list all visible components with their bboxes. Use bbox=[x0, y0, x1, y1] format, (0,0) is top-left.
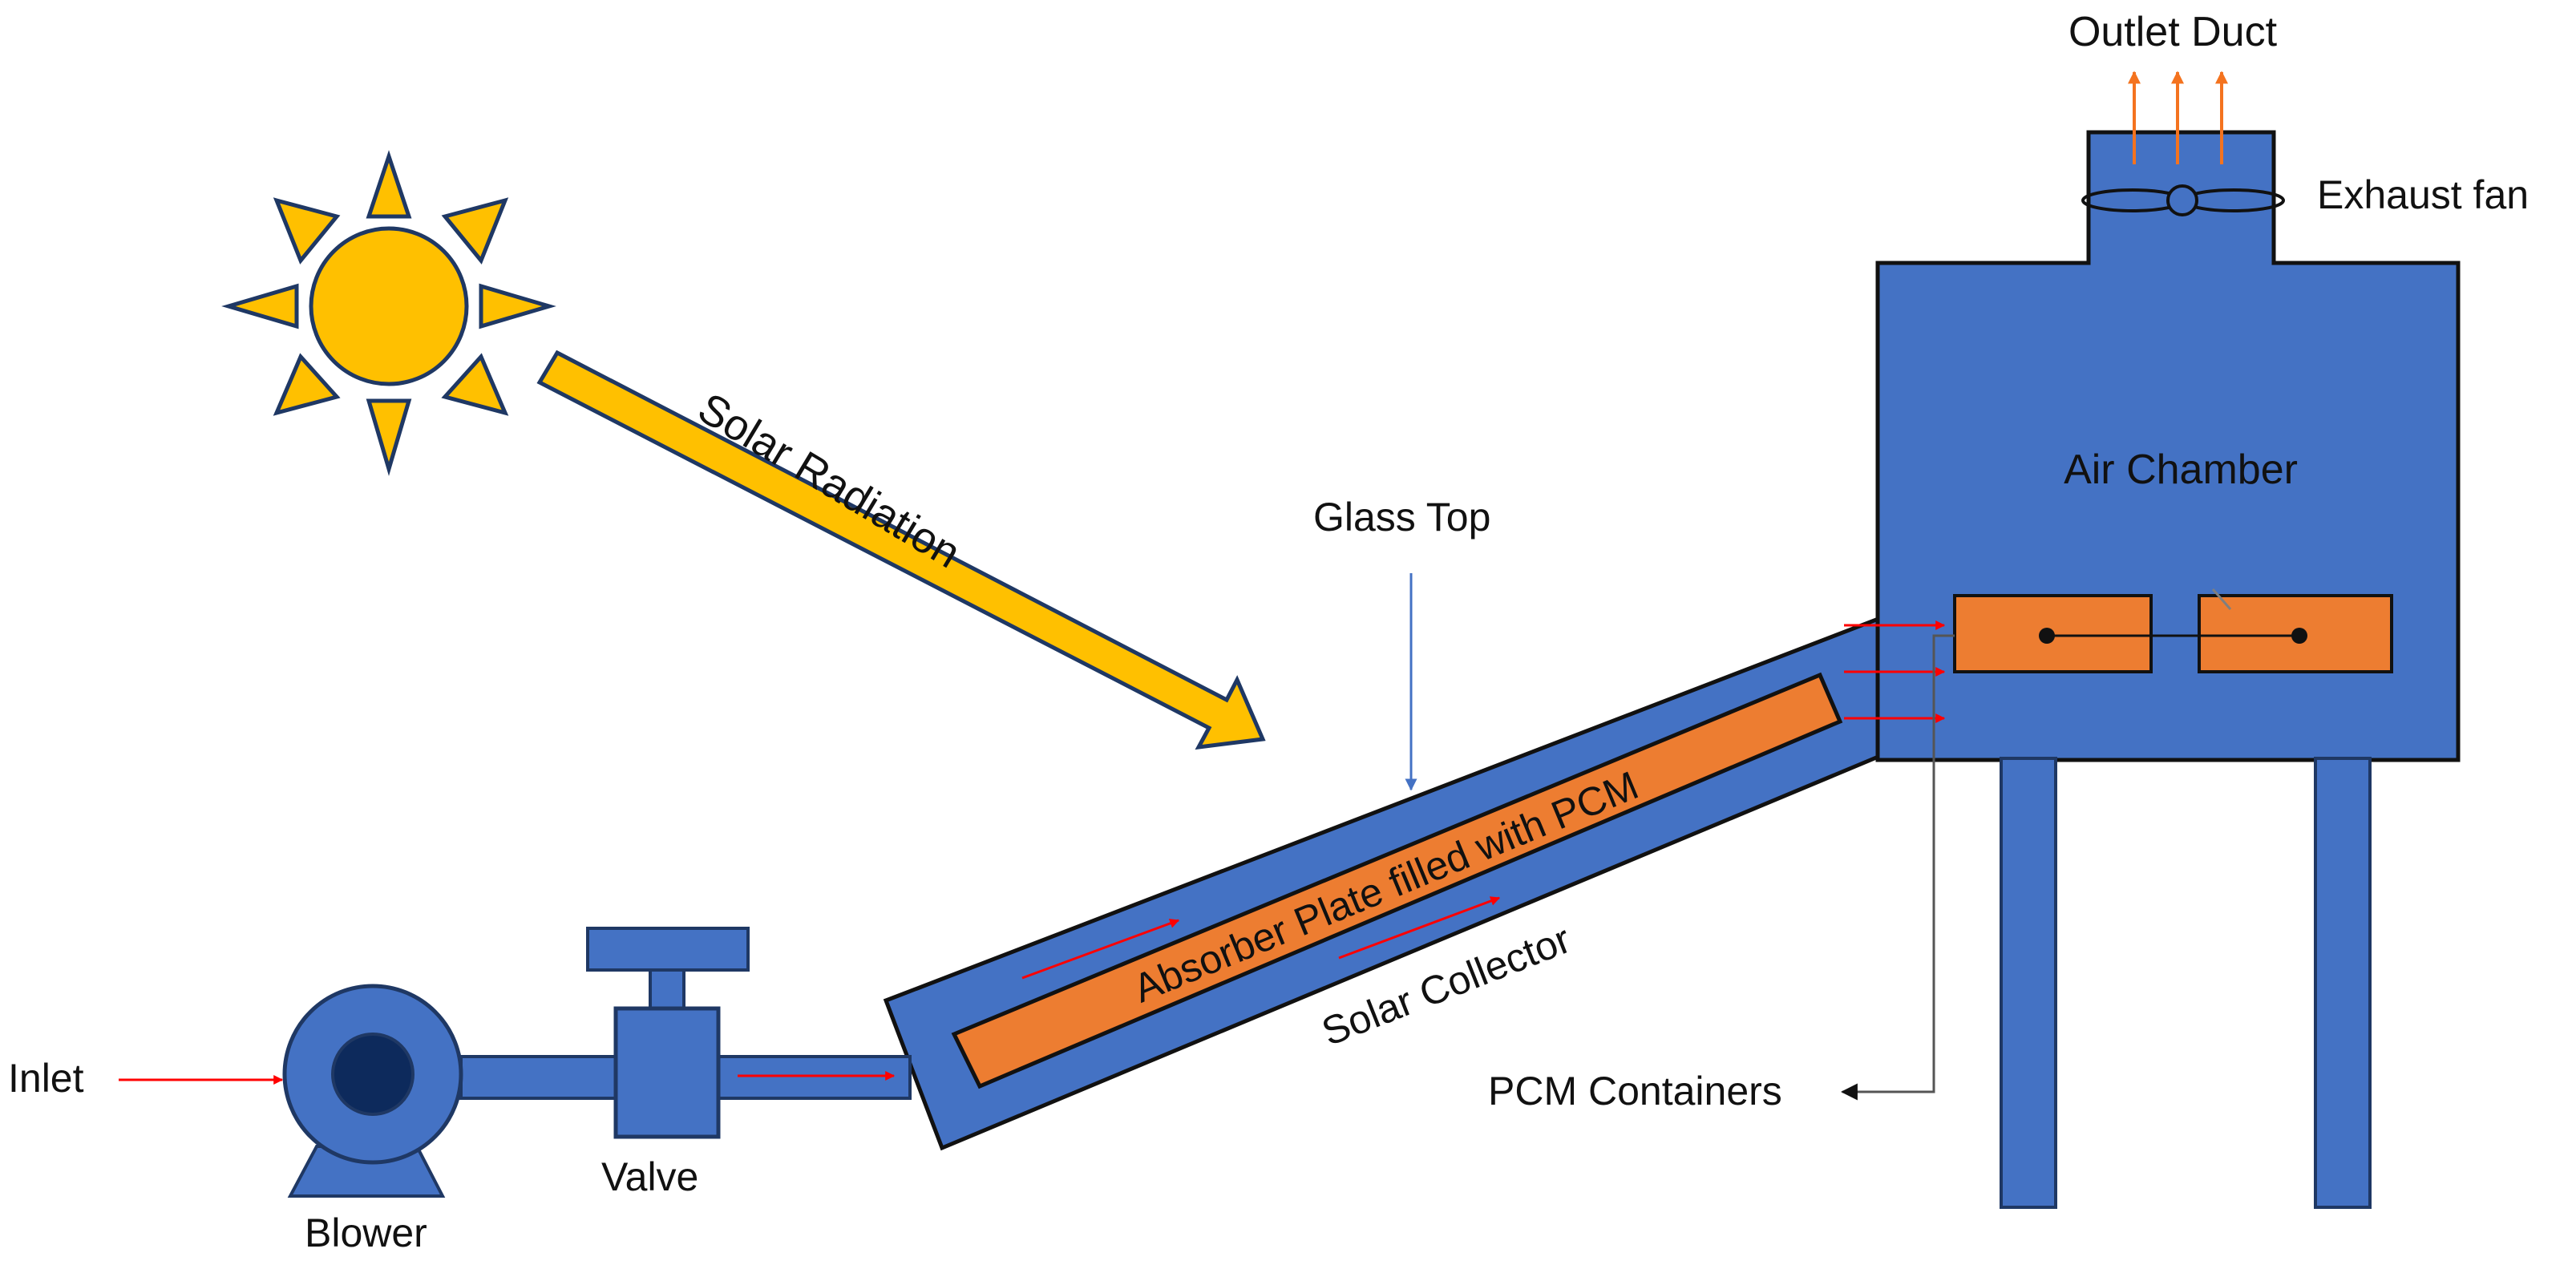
pcm-containers-pointer bbox=[1840, 634, 1955, 1101]
sun-disc bbox=[309, 226, 469, 386]
blower-label: Blower bbox=[305, 1210, 427, 1255]
valve-icon bbox=[586, 927, 750, 1139]
sun-icon bbox=[221, 150, 556, 476]
solar-radiation-arrow bbox=[536, 350, 1266, 750]
pcm-container-mark bbox=[2211, 588, 2232, 610]
pcm-container-pivot bbox=[2039, 628, 2055, 644]
chamber-leg-left bbox=[2000, 757, 2057, 1209]
outlet-duct-label: Outlet Duct bbox=[2068, 9, 2278, 55]
collector-airflow-arrow bbox=[1021, 919, 1180, 980]
exhaust-fan-label: Exhaust fan bbox=[2317, 172, 2529, 217]
chamber-leg-right bbox=[2314, 757, 2372, 1209]
sun-rays bbox=[221, 150, 556, 476]
absorber-plate-pcm bbox=[951, 672, 1843, 1089]
valve-label: Valve bbox=[601, 1154, 698, 1199]
glass-top-label: Glass Top bbox=[1313, 495, 1490, 540]
pcm-containers-label: PCM Containers bbox=[1488, 1069, 1782, 1113]
blower-icon bbox=[282, 984, 463, 1198]
exhaust-fan-icon bbox=[2081, 184, 2285, 216]
pcm-container-pivot bbox=[2291, 628, 2307, 644]
collector-airflow-arrow bbox=[1338, 896, 1501, 960]
inlet-label: Inlet bbox=[8, 1056, 84, 1101]
air-chamber-label: Air Chamber bbox=[2064, 447, 2298, 493]
